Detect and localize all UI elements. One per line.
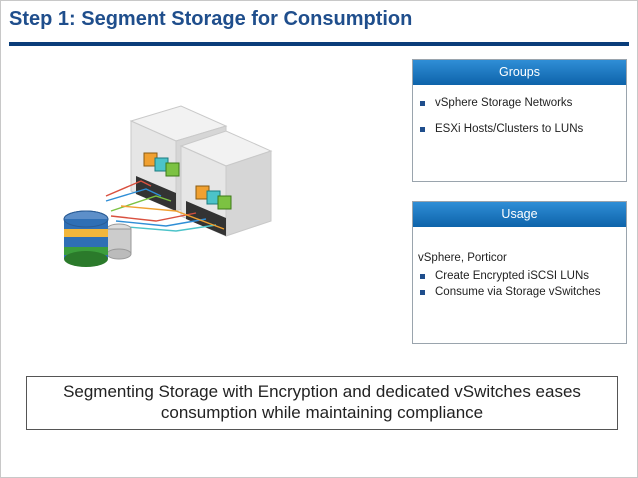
usage-panel: Usage vSphere, Porticor Create Encrypted… — [412, 201, 627, 344]
list-item: ESXi Hosts/Clusters to LUNs — [413, 123, 626, 135]
storage-illustration — [63, 105, 273, 267]
storage-icon — [63, 210, 132, 267]
list-item: Create Encrypted iSCSI LUNs — [413, 270, 626, 282]
usage-intro: vSphere, Porticor — [418, 252, 507, 264]
usage-list: Create Encrypted iSCSI LUNs Consume via … — [413, 270, 626, 298]
usage-panel-header: Usage — [413, 202, 626, 227]
network-links — [105, 180, 225, 232]
list-item: Consume via Storage vSwitches — [413, 286, 626, 298]
callout-line-2: consumption while maintaining compliance — [160, 403, 484, 422]
server-icon — [179, 130, 273, 237]
groups-panel: Groups vSphere Storage Networks ESXi Hos… — [412, 59, 627, 182]
slide-title: Step 1: Segment Storage for Consumption — [9, 8, 413, 30]
callout-line-1: Segmenting Storage with Encryption and d… — [63, 382, 581, 401]
list-item: vSphere Storage Networks — [413, 97, 626, 109]
groups-panel-header: Groups — [413, 60, 626, 85]
vm-icons — [143, 152, 232, 210]
groups-list: vSphere Storage Networks ESXi Hosts/Clus… — [413, 97, 626, 135]
title-rule — [9, 42, 629, 46]
summary-callout: Segmenting Storage with Encryption and d… — [26, 376, 618, 430]
